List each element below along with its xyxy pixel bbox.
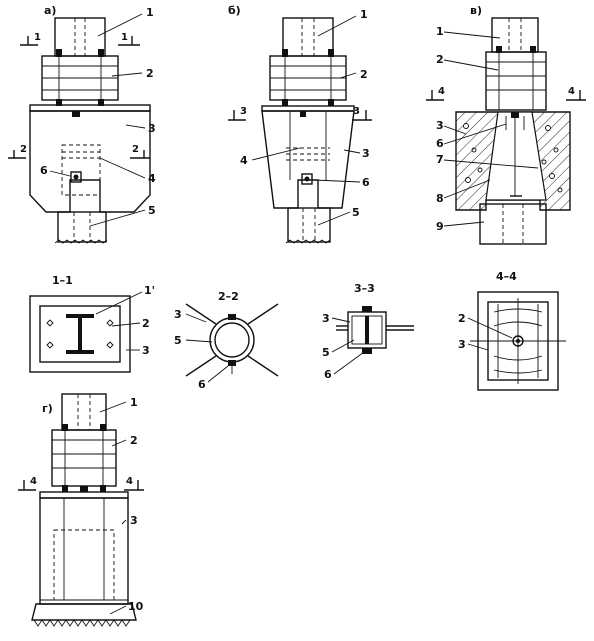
svg-text:3: 3 [148,122,156,135]
svg-text:4: 4 [438,86,445,97]
svg-text:3: 3 [362,147,370,160]
svg-text:2–2: 2–2 [218,290,239,303]
view-b-label: б) [228,4,241,17]
svg-text:6: 6 [198,378,206,391]
svg-text:1: 1 [130,396,138,409]
svg-text:6: 6 [436,137,444,150]
svg-text:7: 7 [436,153,444,166]
svg-text:2: 2 [360,68,368,81]
svg-text:3–3: 3–3 [354,282,375,295]
svg-text:3: 3 [174,308,182,321]
svg-text:2: 2 [458,312,466,325]
section-1-1: 1–1 1' 2 3 [29,274,155,373]
svg-text:1–1: 1–1 [52,274,73,287]
svg-text:10: 10 [128,600,144,613]
column-shaft [54,17,106,57]
svg-text:8: 8 [436,192,444,205]
view-a: а) 1 1 [8,4,156,244]
view-a-label: а) [44,4,56,17]
svg-text:6: 6 [324,368,332,381]
svg-text:3: 3 [142,344,150,357]
svg-text:4: 4 [126,476,133,487]
svg-text:3: 3 [130,514,138,527]
svg-text:1': 1' [144,284,155,297]
section-3-3: 3–3 3 5 6 [322,282,414,381]
section-4-4: 4–4 2 3 [458,270,566,391]
svg-text:5: 5 [352,206,360,219]
svg-text:3: 3 [240,106,247,117]
base-plate [29,104,151,112]
view-g: г) 4 4 1 2 [18,393,144,627]
svg-text:2: 2 [146,67,154,80]
svg-text:4–4: 4–4 [496,270,517,283]
view-v-label: в) [470,4,482,17]
section-2-2: 2–2 3 5 6 [174,290,279,391]
svg-text:2: 2 [142,317,150,330]
svg-text:4: 4 [30,476,37,487]
svg-text:1: 1 [34,32,41,43]
svg-text:3: 3 [322,312,330,325]
svg-text:6: 6 [40,164,48,177]
svg-text:3: 3 [458,338,466,351]
svg-text:3: 3 [436,119,444,132]
svg-text:5: 5 [148,204,156,217]
svg-text:1: 1 [360,8,368,21]
svg-text:5: 5 [322,346,330,359]
lower-column [57,211,107,243]
svg-text:3: 3 [353,106,360,117]
svg-text:4: 4 [240,154,248,167]
svg-text:2: 2 [132,144,139,155]
view-b: б) 3 3 [228,4,372,244]
view-g-label: г) [42,402,53,415]
view-v: в) 4 [426,4,586,245]
svg-text:6: 6 [362,176,370,189]
svg-text:4: 4 [568,86,575,97]
svg-text:2: 2 [436,53,444,66]
svg-text:2: 2 [20,144,27,155]
svg-text:9: 9 [436,220,444,233]
svg-text:1: 1 [436,25,444,38]
svg-text:5: 5 [174,334,182,347]
svg-text:1: 1 [146,6,154,19]
svg-text:2: 2 [130,434,138,447]
svg-text:4: 4 [148,172,156,185]
svg-text:1: 1 [121,32,128,43]
